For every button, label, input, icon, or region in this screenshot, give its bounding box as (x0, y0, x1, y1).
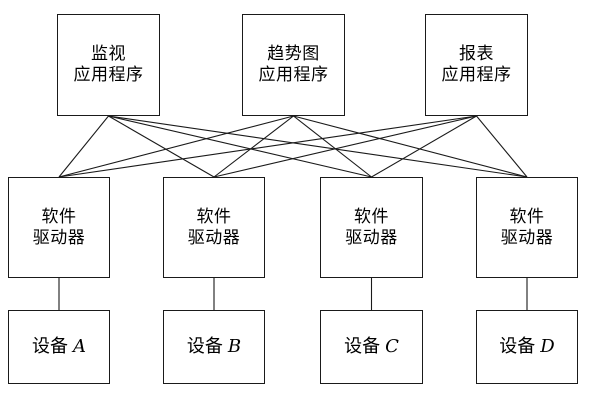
driver-box-3[interactable]: 软件驱动器 (320, 177, 423, 278)
connector-app-report-to-driver-a (58, 115, 477, 178)
connector-app-trend-chart-to-driver-a (58, 115, 294, 178)
connector-app-report-to-driver-b (213, 115, 477, 178)
application-label-primary: 监视 (91, 44, 126, 65)
connector-app-trend-chart-to-driver-c (293, 115, 372, 178)
connector-app-monitoring-to-driver-d (108, 115, 528, 178)
driver-box-4[interactable]: 软件驱动器 (476, 177, 578, 278)
driver-label-primary: 软件 (41, 206, 77, 227)
driver-label-primary: 软件 (196, 206, 232, 227)
connector-app-monitoring-to-driver-a (58, 115, 109, 178)
driver-label-secondary: 驱动器 (500, 227, 554, 248)
connector-app-monitoring-to-driver-b (108, 115, 215, 178)
device-identifier: D (540, 336, 555, 358)
driver-box-1[interactable]: 软件驱动器 (8, 177, 110, 278)
application-box-1[interactable]: 监视应用程序 (57, 14, 160, 116)
driver-label-secondary: 驱动器 (345, 227, 398, 248)
application-box-3[interactable]: 报表应用程序 (425, 14, 528, 116)
connector-app-trend-chart-to-driver-d (293, 115, 528, 178)
connector-app-trend-chart-to-driver-b (213, 115, 294, 178)
driver-label-secondary: 驱动器 (187, 227, 241, 248)
device-identifier: A (73, 336, 86, 358)
application-label-secondary: 应用程序 (258, 65, 329, 85)
connector-app-report-to-driver-c (371, 115, 477, 178)
device-identifier: B (227, 336, 242, 358)
driver-box-2[interactable]: 软件驱动器 (163, 177, 265, 278)
connector-app-monitoring-to-driver-c (108, 115, 372, 178)
application-label-primary: 趋势图 (267, 44, 320, 65)
device-label-text: 设备 (186, 336, 223, 358)
application-box-2[interactable]: 趋势图应用程序 (242, 14, 345, 116)
connector-app-report-to-driver-d (476, 115, 528, 178)
application-label-primary: 报表 (459, 44, 494, 65)
device-label-text: 设备 (344, 336, 381, 358)
driver-label-secondary: 驱动器 (32, 227, 86, 248)
device-label-text: 设备 (499, 336, 536, 358)
application-label-secondary: 应用程序 (73, 65, 144, 85)
device-label-text: 设备 (32, 336, 68, 358)
driver-label-primary: 软件 (354, 206, 389, 227)
device-identifier: C (385, 336, 399, 358)
driver-label-primary: 软件 (509, 206, 545, 227)
application-label-secondary: 应用程序 (441, 65, 512, 85)
